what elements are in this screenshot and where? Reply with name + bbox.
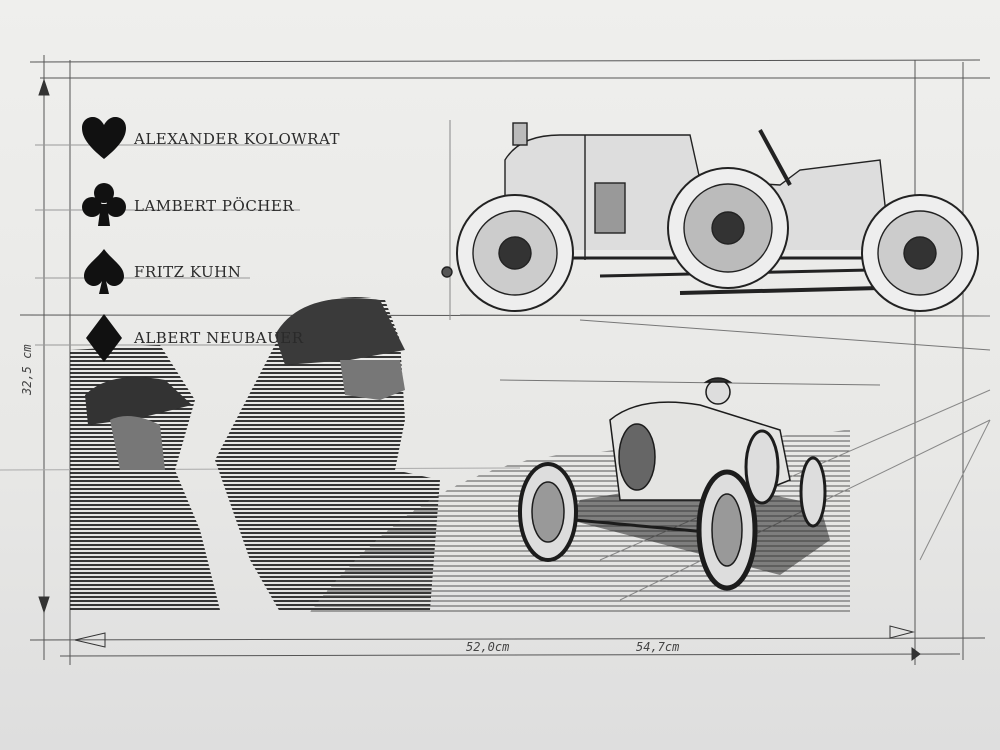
driver-portraits	[70, 297, 440, 612]
car-side-view	[441, 122, 979, 312]
legend-row-kolowrat: ALEXANDER KOLOWRAT	[78, 113, 340, 165]
club-icon	[82, 183, 126, 226]
height-dimension-label: 32,5 cm	[20, 344, 34, 395]
legend-row-pocher: LAMBERT PÖCHER	[78, 180, 294, 232]
driver-name: FRITZ KUHN	[134, 263, 242, 281]
diamond-icon	[86, 314, 122, 362]
spade-icon	[84, 249, 124, 294]
dimension-arrows	[38, 78, 921, 661]
driver-name: LAMBERT PÖCHER	[134, 197, 295, 215]
outer-width-dimension-label: 54,7cm	[636, 640, 680, 654]
driver-name: ALBERT NEUBAUER	[134, 329, 304, 347]
legend-row-kuhn: FRITZ KUHN	[78, 246, 241, 298]
heart-icon	[82, 117, 126, 159]
driver-name: ALEXANDER KOLOWRAT	[134, 130, 340, 148]
legend-row-neubauer: ALBERT NEUBAUER	[78, 312, 304, 364]
race-car-perspective	[518, 377, 830, 591]
inner-width-dimension-label: 52,0cm	[466, 640, 510, 654]
